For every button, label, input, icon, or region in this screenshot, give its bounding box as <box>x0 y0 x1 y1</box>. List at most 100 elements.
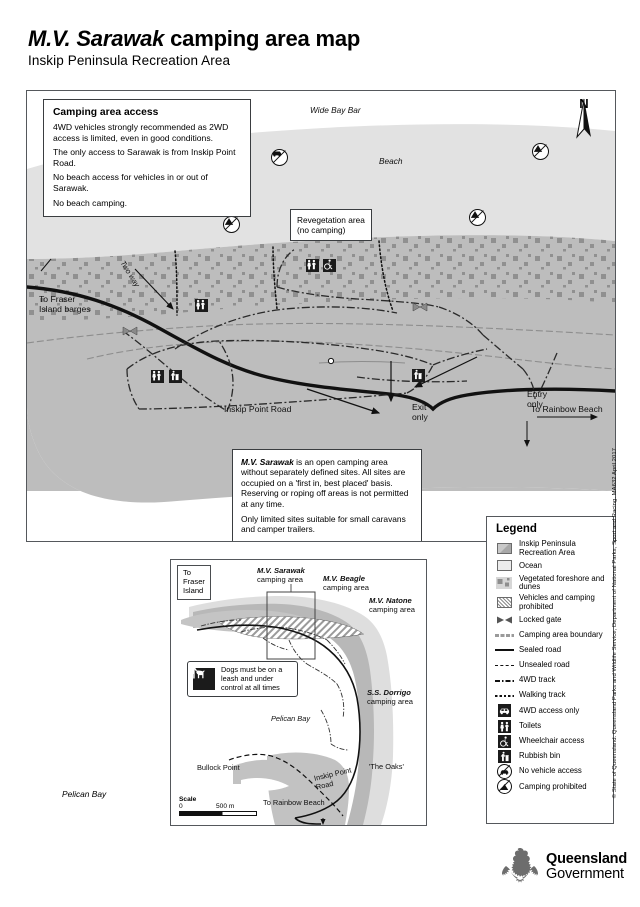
label-beach: Beach <box>379 156 403 166</box>
label-entry-only: Entry only <box>527 389 548 409</box>
scale-max: 500 m <box>216 803 235 810</box>
access-p4: No beach camping. <box>53 197 128 208</box>
wheelchair-access-icon <box>494 734 514 748</box>
legend-item-camping-prohibited: Camping prohibited <box>494 779 606 795</box>
map-camping-prohibited-icon-3 <box>469 209 486 226</box>
site-name: M.V. Natone <box>369 596 412 605</box>
dogs-notice: Dogs must be on a leash and under contro… <box>187 661 298 698</box>
site-sub: camping area <box>257 575 304 584</box>
site-label-mv-beagle: M.V. Beagle camping area <box>323 574 369 592</box>
legend-label: Toilets <box>519 720 542 730</box>
label-the-oaks: 'The Oaks' <box>369 762 404 771</box>
4wd-access-only-icon <box>494 704 514 718</box>
scale-bar-graphic <box>179 811 257 816</box>
label-pelican-bay-outer: Pelican Bay <box>62 789 107 799</box>
access-p3: No beach access for vehicles in or out o… <box>53 172 208 193</box>
map-toilets-icon-2 <box>195 299 208 312</box>
site-name: M.V. Beagle <box>323 574 365 583</box>
access-p2: The only access to Sarawak is from Inski… <box>53 147 236 168</box>
unsealed-road-icon <box>494 659 514 672</box>
legend-item-locked-gate: Locked gate <box>494 613 606 626</box>
legend-item-4wd-track: 4WD track <box>494 674 606 687</box>
locked-gate-icon <box>494 613 514 626</box>
revegetation-area-callout: Revegetation area (no camping) <box>290 209 372 241</box>
to-fraser-island-label: To Fraser Island <box>183 568 205 596</box>
dog-on-leash-icon <box>188 663 215 691</box>
legend-label: Locked gate <box>519 614 562 624</box>
label-exit-only: Exit only <box>412 402 428 422</box>
queensland-government-logo: Queensland Government <box>500 846 627 888</box>
legend-item-vegetated-foreshore: Vegetated foreshore and dunes <box>494 574 606 592</box>
rubbish-bin-icon <box>494 750 514 763</box>
legend-item-rubbish-bin: Rubbish bin <box>494 750 606 763</box>
qld-wordmark: Queensland Government <box>546 852 627 882</box>
north-arrow-icon <box>576 98 591 139</box>
swatch-vegetated-foreshore-icon <box>494 577 514 590</box>
swatch-ocean-icon <box>494 559 514 572</box>
legend-label: Camping prohibited <box>519 781 587 791</box>
site-sub: camping area <box>369 605 416 614</box>
page-subtitle: Inskip Peninsula Recreation Area <box>28 53 231 68</box>
scale-title: Scale <box>179 796 197 803</box>
site-label-ss-dorrigo: S.S. Dorrigo camping area <box>367 688 413 706</box>
legend-label: Rubbish bin <box>519 751 561 761</box>
legend: Legend Inskip Peninsula Recreation Area … <box>486 516 614 824</box>
access-heading: Camping area access <box>53 107 159 118</box>
sarawak-note-p1: M.V. Sarawak is an open camping area wit… <box>241 457 413 509</box>
page-title-italic: M.V. Sarawak <box>28 26 165 51</box>
swatch-hatched-prohibited-icon <box>494 596 514 609</box>
legend-label: No vehicle access <box>519 766 582 776</box>
sarawak-note-p2: Only limited sites suitable for small ca… <box>241 514 406 535</box>
no-vehicle-access-icon <box>494 764 514 780</box>
qld-crest-icon <box>502 848 538 883</box>
walking-track-icon <box>494 689 514 702</box>
main-map[interactable]: N Wide Bay Bar Beach Two way To Fraser I… <box>26 90 616 542</box>
label-wide-bay-bar: Wide Bay Bar <box>310 105 361 115</box>
label-to-rainbow-beach-inset: To Rainbow Beach <box>263 798 325 807</box>
sarawak-note-body: is an open camping area without separate… <box>241 457 409 509</box>
toilets-icon <box>494 719 514 733</box>
site-name: M.V. Sarawak <box>257 566 305 575</box>
site-sub: camping area <box>323 583 370 592</box>
logo-line-1: Queensland <box>546 851 627 867</box>
site-sub: camping area <box>367 697 414 706</box>
legend-item-ocean: Ocean <box>494 559 606 572</box>
map-toilets-icon-3 <box>151 370 164 383</box>
scale-bar: Scale 0 500 m <box>179 796 257 816</box>
scale-min: 0 <box>179 803 183 810</box>
map-toilets-icon <box>306 259 319 272</box>
reveg-line1: Revegetation area <box>297 215 365 225</box>
legend-item-unsealed-road: Unsealed road <box>494 659 606 672</box>
site-label-mv-natone: M.V. Natone camping area <box>369 596 415 614</box>
label-pelican-bay-inset: Pelican Bay <box>271 714 311 723</box>
legend-label: 4WD access only <box>519 705 580 715</box>
legend-item-vehicles-camping-prohibited: Vehicles and camping prohibited <box>494 592 606 611</box>
label-to-fraser-island-barges: To Fraser Island barges <box>39 294 91 314</box>
logo-line-2: Government <box>546 866 624 882</box>
dogs-notice-text: Dogs must be on a leash and under contro… <box>221 665 283 692</box>
page-title: M.V. Sarawak camping area map <box>28 26 360 52</box>
sealed-road-icon <box>494 644 514 657</box>
legend-label: Sealed road <box>519 644 562 654</box>
site-label-mv-sarawak: M.V. Sarawak camping area <box>257 566 305 584</box>
label-to-rainbow-beach: To Rainbow Beach <box>531 404 603 414</box>
sarawak-note-lead: M.V. Sarawak <box>241 457 294 467</box>
legend-item-sealed-road: Sealed road <box>494 644 606 657</box>
north-arrow: N <box>571 97 597 139</box>
legend-label: 4WD track <box>519 675 556 685</box>
inset-map[interactable]: To Fraser Island M.V. Sarawak camping ar… <box>170 559 427 826</box>
legend-label: Unsealed road <box>519 660 570 670</box>
main-map-graphics <box>27 91 615 541</box>
legend-item-toilets: Toilets <box>494 719 606 733</box>
camping-area-boundary-icon <box>494 629 514 642</box>
legend-item-recreation-area: Inskip Peninsula Recreation Area <box>494 539 606 557</box>
map-rubbish-bin-icon-2 <box>412 369 425 382</box>
camping-area-access-callout: Camping area access 4WD vehicles strongl… <box>43 99 251 218</box>
4wd-track-icon <box>494 674 514 687</box>
copyright-notice: © State of Queensland. Queensland Parks … <box>612 448 618 799</box>
legend-title: Legend <box>496 523 537 535</box>
reveg-line2: (no camping) <box>297 225 346 235</box>
legend-label: Vehicles and camping prohibited <box>519 592 595 611</box>
site-name: S.S. Dorrigo <box>367 688 411 697</box>
legend-item-wheelchair-access: Wheelchair access <box>494 734 606 748</box>
